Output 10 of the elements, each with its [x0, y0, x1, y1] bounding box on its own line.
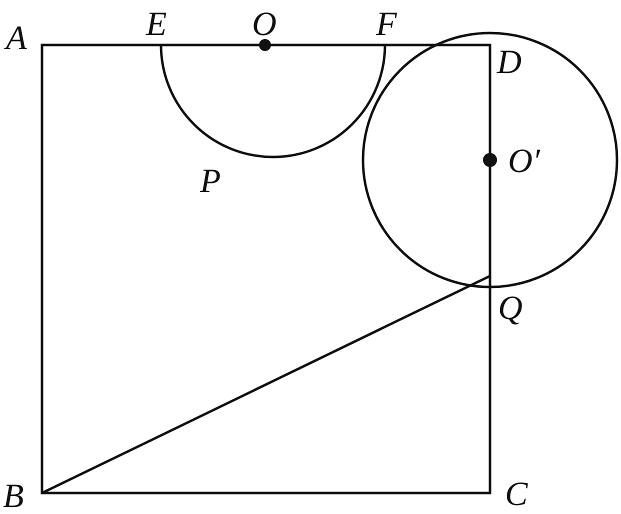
point-label: Q	[498, 292, 523, 326]
point-label: F	[376, 8, 397, 42]
point-label: D	[497, 46, 522, 80]
point-label: B	[3, 480, 24, 514]
point-label: O	[252, 8, 277, 42]
point-label: A	[6, 22, 27, 56]
point-label: P	[200, 165, 221, 199]
point-label: E	[146, 8, 167, 42]
point-label: C	[505, 478, 528, 512]
point-label: O′	[508, 145, 540, 179]
